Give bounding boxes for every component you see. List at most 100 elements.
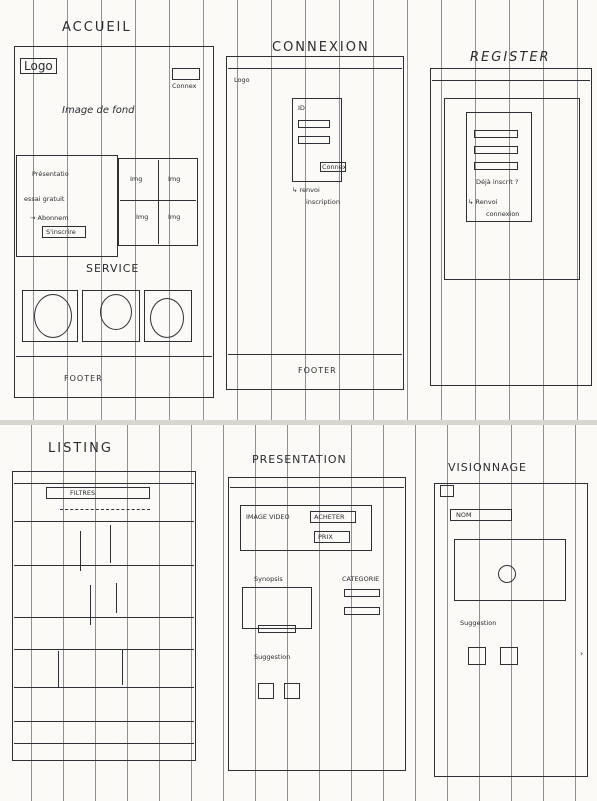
service-title: SERVICE xyxy=(86,262,140,275)
image-video-label: IMAGE VIDEO xyxy=(246,513,290,521)
signup-link-label: inscription xyxy=(306,198,340,206)
list-row xyxy=(14,743,194,744)
video-player[interactable] xyxy=(454,539,566,601)
header-divider xyxy=(228,68,402,69)
suggestion-label: Suggestion xyxy=(254,653,291,661)
free-trial-label: essai gratuit xyxy=(24,195,65,203)
category-tag[interactable] xyxy=(344,589,380,597)
sketch-sheet-top: ACCUEIL Logo Connex Image de fond Présen… xyxy=(0,0,597,425)
synopsis-block xyxy=(242,587,312,629)
header-divider xyxy=(432,80,590,81)
grid-divider xyxy=(158,160,159,244)
service-image xyxy=(100,294,132,330)
buy-button[interactable] xyxy=(310,511,356,523)
list-mark xyxy=(90,585,91,625)
list-row xyxy=(14,565,194,566)
suggestion-thumb[interactable] xyxy=(500,647,518,665)
sketch-sheet-bottom: LISTING FILTRES PRESENTATION IMAGE VIDEO… xyxy=(0,425,597,801)
service-image xyxy=(34,294,72,338)
list-mark xyxy=(110,525,111,563)
rating-bar xyxy=(258,625,296,633)
list-row xyxy=(14,617,194,618)
list-row xyxy=(14,721,194,722)
close-icon[interactable] xyxy=(440,485,454,497)
next-arrow-icon[interactable]: › xyxy=(580,649,584,658)
image-grid xyxy=(118,158,198,246)
img-cell: Img xyxy=(168,213,181,221)
presentation-title: PRESENTATION xyxy=(252,453,347,466)
filters-label: FILTRES xyxy=(70,489,96,497)
list-mark xyxy=(116,583,117,613)
connexion-title: CONNEXION xyxy=(272,40,370,55)
media-block xyxy=(240,505,372,551)
list-row xyxy=(14,649,194,650)
filters-bar[interactable] xyxy=(46,487,150,499)
suggestion-thumb[interactable] xyxy=(468,647,486,665)
img-cell: Img xyxy=(168,175,181,183)
login-link-label: connexion xyxy=(486,210,520,218)
id-input[interactable] xyxy=(298,120,330,128)
img-cell: Img xyxy=(136,213,149,221)
subscription-label: → Abonnem xyxy=(30,214,69,222)
connexion-button[interactable] xyxy=(320,162,346,172)
email-input[interactable] xyxy=(474,146,518,154)
id-label: ID xyxy=(298,104,305,112)
listing-frame xyxy=(12,471,196,761)
synopsis-label: Synopsis xyxy=(254,575,283,583)
logo: Logo xyxy=(20,58,57,74)
already-registered-label: Déjà inscrit ? xyxy=(476,178,519,186)
presentation-frame xyxy=(228,477,406,771)
presentation-label: Présentatio xyxy=(32,170,69,178)
register-form xyxy=(466,112,532,222)
list-row xyxy=(14,521,194,522)
login-link[interactable]: ↳ Renvoi xyxy=(468,198,498,206)
connexion-frame xyxy=(226,56,404,390)
connexion-button-label: Connex xyxy=(172,82,197,90)
presentation-block xyxy=(16,155,118,257)
password-input[interactable] xyxy=(298,136,330,144)
register-frame xyxy=(430,68,592,386)
category-tag[interactable] xyxy=(344,607,380,615)
suggestion-label: Suggestion xyxy=(460,619,497,627)
buy-button-label: ACHETER xyxy=(314,513,345,521)
signup-button-label: S'inscrire xyxy=(46,228,76,236)
list-mark xyxy=(122,649,123,685)
password-input[interactable] xyxy=(474,162,518,170)
grid-divider xyxy=(120,200,196,201)
accueil-frame xyxy=(14,46,214,398)
category-label: CATEGORIE xyxy=(342,575,380,583)
footer-divider xyxy=(228,354,402,355)
video-name: NOM xyxy=(456,511,472,519)
service-card xyxy=(22,290,78,342)
title-bar xyxy=(450,509,512,521)
listing-title: LISTING xyxy=(48,441,113,456)
suggestion-thumb[interactable] xyxy=(284,683,300,699)
suggestion-thumb[interactable] xyxy=(258,683,274,699)
background-image-label: Image de fond xyxy=(62,105,135,116)
service-card xyxy=(82,290,140,342)
signup-link[interactable]: ↳ renvoi xyxy=(292,186,320,194)
connexion-button[interactable] xyxy=(172,68,200,80)
signup-button[interactable] xyxy=(42,226,86,238)
filter-options[interactable] xyxy=(60,509,150,510)
play-icon[interactable] xyxy=(498,565,516,583)
visionnage-title: VISIONNAGE xyxy=(448,461,527,474)
name-input[interactable] xyxy=(474,130,518,138)
header-divider xyxy=(14,483,194,484)
img-cell: Img xyxy=(130,175,143,183)
header-divider xyxy=(230,487,404,488)
price-label: PRIX xyxy=(318,533,333,541)
register-title: REGISTER xyxy=(470,50,551,65)
accueil-title: ACCUEIL xyxy=(62,20,132,35)
footer-label: FOOTER xyxy=(298,366,337,375)
register-inner-frame xyxy=(444,98,580,280)
list-mark xyxy=(80,531,81,571)
visionnage-frame xyxy=(434,483,588,777)
connexion-button-label: Connex xyxy=(322,163,347,171)
logo: Logo xyxy=(234,76,250,84)
footer-divider xyxy=(16,356,212,357)
price-tag xyxy=(314,531,350,543)
service-card xyxy=(144,290,192,342)
footer-label: FOOTER xyxy=(64,374,103,383)
list-row xyxy=(14,687,194,688)
